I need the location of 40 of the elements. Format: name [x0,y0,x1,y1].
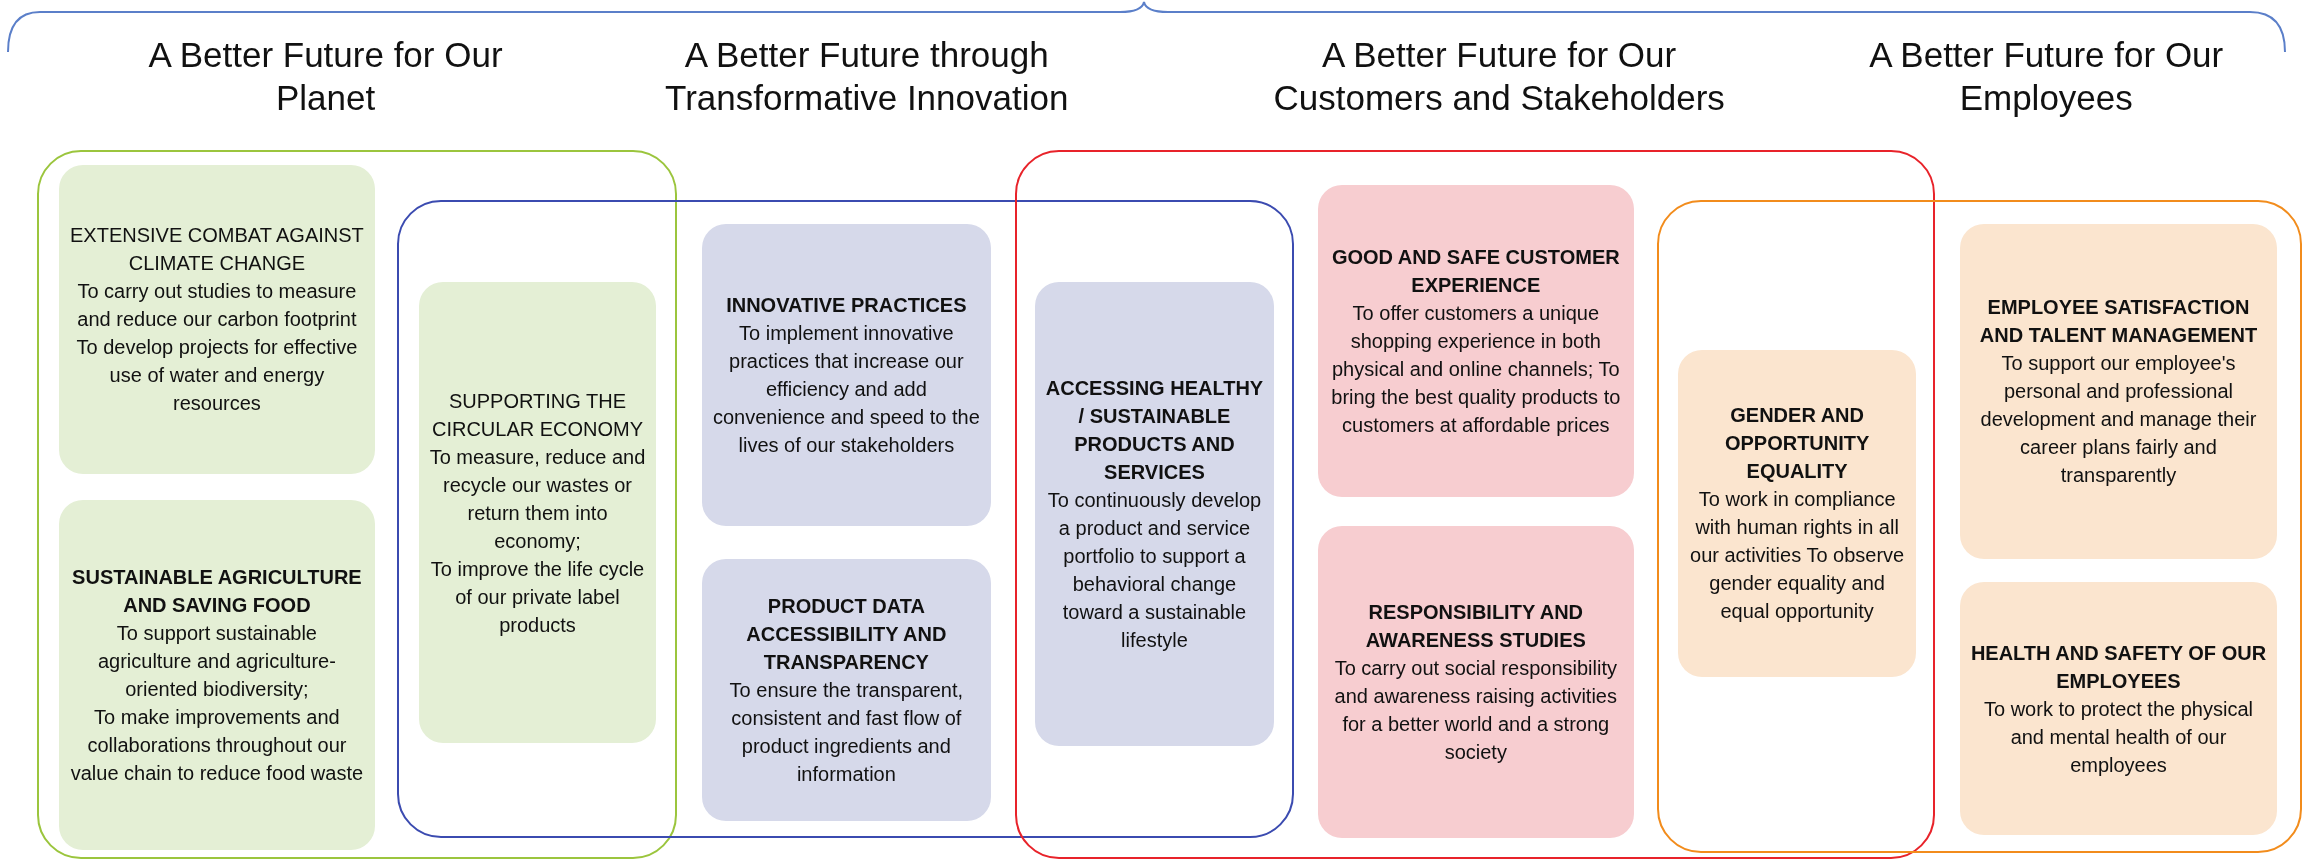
goal-card [1317,185,1634,498]
goal-card [1960,223,2277,559]
goal-card [58,500,375,851]
goal-card [58,164,375,474]
card-text: To develop projects for effective use of water and energy resources [75,335,359,417]
card-heading: EMPLOYEE SATISFACTION AND TALENT MANAGEMENT [1978,295,2259,349]
card-heading: INNOVATIVE PRACTICES [726,293,967,318]
group-heading: A Better Future for Our Employees [1868,34,2225,120]
card-text: To implement innovative practices that increase our efficiency and add convenience and speed to the lives of our stakeholders [711,321,981,458]
card-text: To carry out social responsibility and awareness raising activities for a better world and a strong society [1333,656,1618,766]
card-text: To carry out studies to measure and reduce our carbon footprint [76,279,358,333]
card-text: To continuously develop a product and service portfolio to support a behavioral change toward a sustainable lifestyle [1046,488,1263,653]
group-heading: A Better Future for Our Planet [147,34,504,120]
goal-card [701,558,992,821]
goal-card [1960,582,2277,836]
card-text: To offer customers a unique shopping experience in both physical and online channels; To bring the best quality products to customers at affordable prices [1330,301,1622,439]
card-heading: EXTENSIVE COMBAT AGAINST CLIMATE CHANGE [69,223,365,277]
card-text: To support sustainable agriculture and agriculture-oriented biodiversity; [96,621,337,702]
card-text: To support our employee's personal and professional development and manage their career plans fairly and transparently [1979,351,2258,489]
card-text: To ensure the transparent, consistent and fast flow of product ingredients and information [728,677,965,787]
card-text: To measure, reduce and recycle our wastes or return them into economy; [429,444,646,554]
card-heading: SUPPORTING THE CIRCULAR ECONOMY [430,388,645,442]
card-heading: ACCESSING HEALTHY / SUSTAINABLE PRODUCTS AND SERVICES [1045,376,1264,485]
card-text: To work to protect the physical and mental health of our employees [1982,696,2254,778]
group-heading: A Better Future through Transformative Innovation [664,34,1070,120]
goal-card [419,282,656,743]
card-heading: GOOD AND SAFE CUSTOMER EXPERIENCE [1330,245,1621,299]
card-heading: PRODUCT DATA ACCESSIBILITY AND TRANSPARENCY [745,593,948,675]
card-text: To work in compliance with human rights in all our activities To observe gender equality and equal opportunity [1689,487,1906,625]
group-heading: A Better Future for Our Customers and Stakeholders [1272,34,1726,120]
card-heading: GENDER AND OPPORTUNITY EQUALITY [1723,403,1871,485]
card-heading: RESPONSIBILITY AND AWARENESS STUDIES [1364,600,1587,654]
card-text: To improve the life cycle of our private label products [429,556,646,638]
goal-card [1678,350,1917,677]
goal-card [701,223,992,527]
goal-card [1317,526,1634,839]
card-heading: SUSTAINABLE AGRICULTURE AND SAVING FOOD [71,565,363,618]
card-heading: HEALTH AND SAFETY OF OUR EMPLOYEES [1970,640,2267,694]
goal-card [1035,282,1274,746]
card-text: To make improvements and collaborations throughout our value chain to reduce food waste [69,705,365,786]
